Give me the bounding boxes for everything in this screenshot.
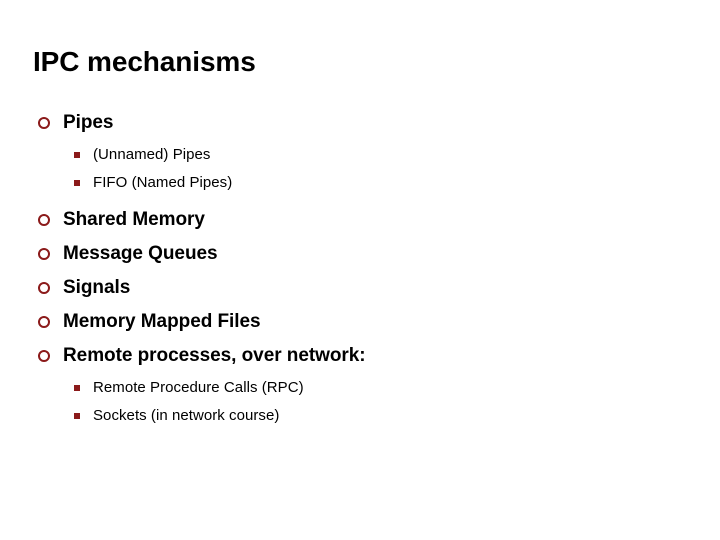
list-item[interactable]: Message Queues (0, 239, 720, 273)
bullet-list: Pipes (Unnamed) Pipes FIFO (Named Pipes)… (0, 108, 720, 431)
sub-list-item[interactable]: (Unnamed) Pipes (0, 142, 720, 170)
circle-bullet-icon (38, 214, 50, 226)
list-item-label: Shared Memory (63, 209, 205, 230)
circle-bullet-icon (38, 316, 50, 328)
list-item[interactable]: Signals (0, 273, 720, 307)
circle-bullet-icon (38, 282, 50, 294)
sub-list-item-label: Remote Procedure Calls (RPC) (93, 379, 304, 396)
sub-list-item[interactable]: FIFO (Named Pipes) (0, 170, 720, 198)
sub-list-item[interactable]: Sockets (in network course) (0, 403, 720, 431)
list-item-label: Message Queues (63, 243, 218, 264)
spacer (0, 198, 720, 205)
sub-list-item-label: FIFO (Named Pipes) (93, 174, 233, 191)
list-item-label: Signals (63, 277, 131, 298)
square-bullet-icon (74, 385, 80, 391)
list-item[interactable]: Pipes (0, 108, 720, 142)
square-bullet-icon (74, 152, 80, 158)
sub-list-item-label: (Unnamed) Pipes (93, 146, 211, 163)
sub-list: (Unnamed) Pipes FIFO (Named Pipes) (0, 142, 720, 198)
square-bullet-icon (74, 413, 80, 419)
circle-bullet-icon (38, 248, 50, 260)
list-item-label: Pipes (63, 112, 114, 133)
list-item-label: Remote processes, over network: (63, 345, 366, 366)
page-title: IPC mechanisms (33, 46, 256, 77)
square-bullet-icon (74, 180, 80, 186)
list-item-label: Memory Mapped Files (63, 311, 261, 332)
sub-list-item-label: Sockets (in network course) (93, 407, 280, 424)
list-item[interactable]: Shared Memory (0, 205, 720, 239)
list-item[interactable]: Remote processes, over network: (0, 341, 720, 375)
circle-bullet-icon (38, 350, 50, 362)
sub-list-item[interactable]: Remote Procedure Calls (RPC) (0, 375, 720, 403)
list-item[interactable]: Memory Mapped Files (0, 307, 720, 341)
circle-bullet-icon (38, 117, 50, 129)
sub-list: Remote Procedure Calls (RPC) Sockets (in… (0, 375, 720, 431)
